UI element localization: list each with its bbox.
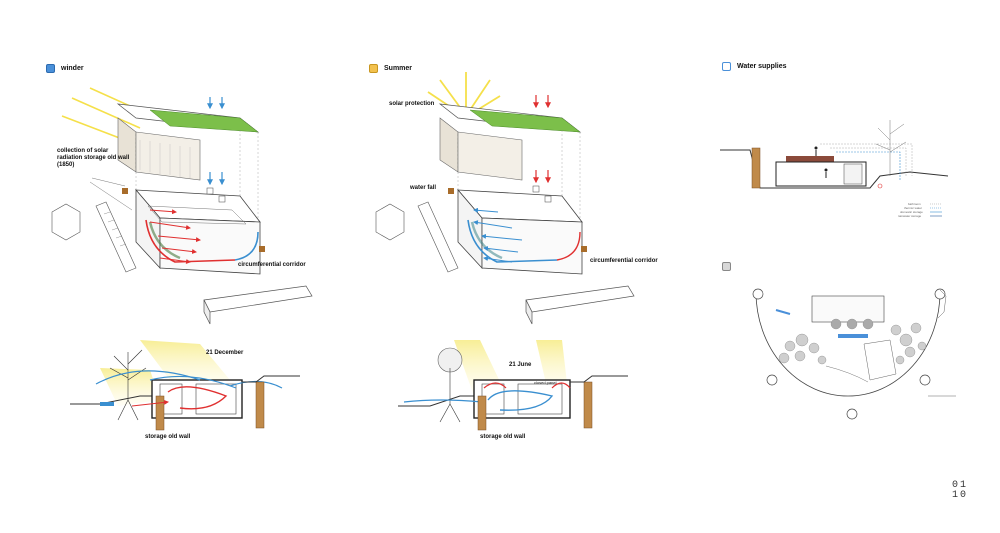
water-legend-item: thermic water [904, 206, 923, 210]
summer-waterfall-label: water fall [410, 185, 437, 191]
summer-corridor-label: circumferential corridor [590, 258, 658, 264]
summer-header: Summer [369, 64, 412, 73]
water-header: Water supplies [722, 62, 787, 71]
winter-section [70, 340, 300, 431]
logo-top: 01 [952, 480, 969, 491]
site-plan [752, 288, 956, 420]
water-legend-item: bathroom [908, 202, 921, 206]
winter-header: winder [46, 64, 84, 73]
winter-date-label: 21 December [206, 350, 244, 356]
winter-tree [109, 349, 147, 421]
water-title: Water supplies [737, 63, 787, 70]
summer-panel-label: closed panel [534, 380, 557, 385]
summer-date-label: 21 June [509, 362, 532, 368]
site-plan-icon [722, 262, 731, 271]
site-plan-header [722, 262, 731, 271]
water-legend-item: rainwater storage [898, 214, 922, 218]
sun-icon [369, 64, 378, 73]
winter-corridor-label: circumferential corridor [238, 262, 306, 268]
logo-bottom: 10 [952, 490, 969, 501]
water-tree [875, 120, 907, 176]
summer-tree [437, 347, 463, 423]
water-drop-icon [722, 62, 731, 71]
summer-axonometric [375, 72, 635, 325]
winter-title: winder [61, 65, 84, 72]
summer-sun-rays [427, 72, 501, 113]
summer-section [398, 340, 628, 431]
studio-logo: 01 10 [952, 481, 968, 501]
summer-storage-label: storage old wall [480, 434, 526, 440]
summer-protection-label: solar protection [389, 101, 435, 107]
snowflake-icon [46, 64, 55, 73]
water-legend-item: domestic storage [900, 210, 923, 214]
winter-axonometric [51, 87, 313, 325]
summer-title: Summer [384, 65, 413, 72]
winter-collection-label: collection of solar radiation storage ol… [57, 148, 130, 168]
water-section [720, 120, 949, 217]
winter-storage-label: storage old wall [145, 434, 191, 440]
